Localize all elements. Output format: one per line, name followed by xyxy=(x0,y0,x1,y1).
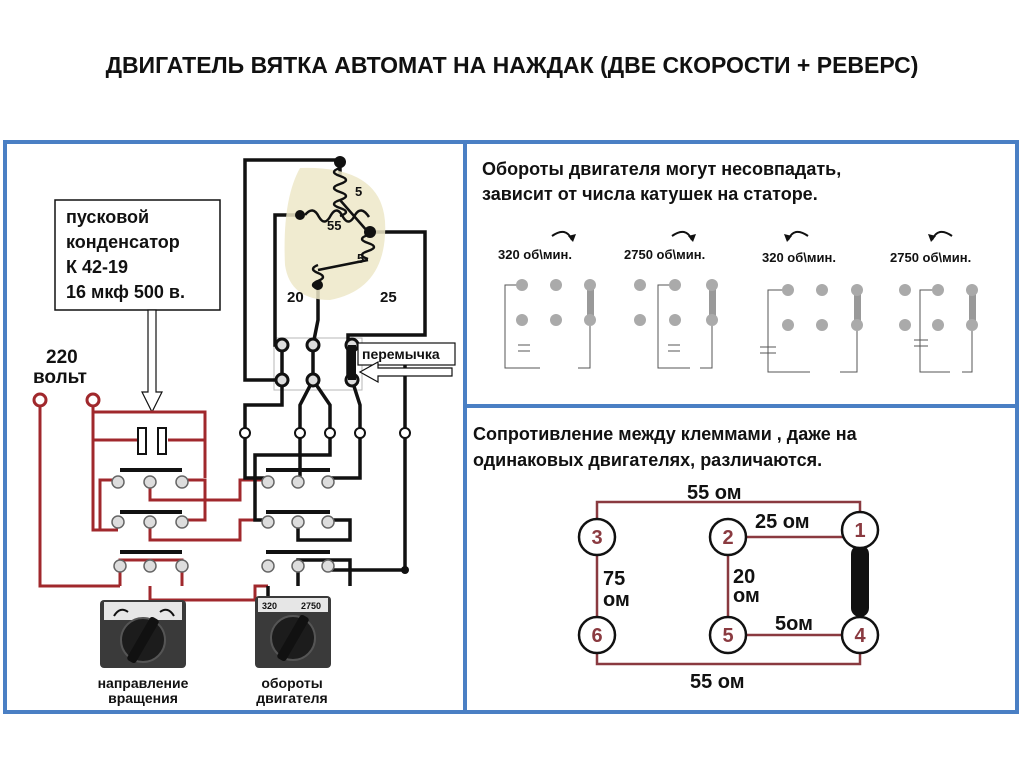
resistance-2-5-value: 20 xyxy=(733,566,755,588)
resistance-3-6-unit: ом xyxy=(603,589,630,611)
input-terminal-2 xyxy=(85,392,101,408)
motor-terminal-block xyxy=(273,337,363,391)
rpm-case-3: 320 об\мин. xyxy=(760,230,863,373)
coil-background xyxy=(284,167,386,300)
resistance-2-5-unit: ом xyxy=(733,585,760,607)
resistance-note-line2: одинаковых двигателях, различаются. xyxy=(473,450,822,470)
terminal-2: 2 xyxy=(722,527,733,549)
capacitor-label-line4: 16 мкф 500 в. xyxy=(66,282,185,302)
capacitor-label-line3: К 42-19 xyxy=(66,257,128,277)
rpm-case-2: 2750 об\мин. xyxy=(624,230,718,369)
terminal-1: 1 xyxy=(854,520,865,542)
switch-top-terminals xyxy=(239,427,411,439)
speed-knob-label-line2: двигателя xyxy=(256,690,327,706)
junction-dot xyxy=(401,566,409,574)
switch-right-contacts xyxy=(261,468,335,573)
wiring-schematic: пусковой конденсатор К 42-19 16 мкф 500 … xyxy=(32,156,456,706)
rpm-case-4-label: 2750 об\мин. xyxy=(890,250,971,265)
jumper-pointer-arrow xyxy=(358,360,453,384)
outer-frame xyxy=(3,140,1019,714)
switch-left-contacts xyxy=(111,468,189,573)
rpm-case-4: 2750 об\мин. xyxy=(890,230,978,373)
direction-knob[interactable] xyxy=(100,600,186,668)
page-title: ДВИГАТЕЛЬ ВЯТКА АВТОМАТ НА НАЖДАК (ДВЕ С… xyxy=(105,52,919,78)
speed-knob-low: 320 xyxy=(262,601,277,611)
jumper-bar xyxy=(851,545,869,617)
jumper-label-box xyxy=(357,342,456,366)
jumper-label: перемычка xyxy=(362,346,440,362)
capacitor-label-line2: конденсатор xyxy=(66,232,180,252)
input-terminal-1 xyxy=(32,392,48,408)
coil-junctions xyxy=(295,156,376,290)
voltage-value: 220 xyxy=(46,347,78,368)
coil-label-left: 20 xyxy=(287,289,304,306)
rpm-panel: Обороты двигателя могут несовпадать, зав… xyxy=(482,159,978,373)
coil-label-middle: 55 xyxy=(327,218,341,233)
resistance-note-line1: Сопротивление между клеммами , даже на xyxy=(473,424,858,444)
coil-label-right: 25 xyxy=(380,289,397,306)
rpm-note-line1: Обороты двигателя могут несовпадать, xyxy=(482,159,841,179)
red-wiring xyxy=(38,402,270,602)
coil-windings xyxy=(304,166,376,291)
speed-knob[interactable]: 320 2750 xyxy=(255,596,331,668)
resistance-bottom: 55 ом xyxy=(690,671,745,693)
rpm-case-1: 320 об\мин. xyxy=(498,230,596,369)
voltage-unit: вольт xyxy=(33,367,87,388)
capacitor-label-box xyxy=(54,199,221,311)
resistance-panel: Сопротивление между клеммами , даже на о… xyxy=(473,424,880,693)
capacitor-plate-left xyxy=(137,427,147,455)
coil-label-top: 5 xyxy=(355,184,362,199)
speed-knob-high: 2750 xyxy=(301,601,321,611)
resistance-2-1: 25 ом xyxy=(755,511,810,533)
rpm-case-1-label: 320 об\мин. xyxy=(498,247,572,262)
capacitor-plate-right xyxy=(157,427,167,455)
coil-label-lower: 5 xyxy=(357,251,364,266)
terminal-4: 4 xyxy=(854,625,866,647)
rpm-case-2-label: 2750 об\мин. xyxy=(624,247,705,262)
direction-knob-label-line1: направление xyxy=(98,675,189,691)
terminal-5: 5 xyxy=(722,625,733,647)
resistance-5-4: 5ом xyxy=(775,613,813,635)
terminal-3: 3 xyxy=(591,527,602,549)
speed-knob-label-line1: обороты xyxy=(261,675,322,691)
capacitor-pointer-arrow xyxy=(141,309,163,414)
rpm-note-line2: зависит от числа катушек на статоре. xyxy=(482,184,818,204)
terminal-circles xyxy=(577,510,880,655)
terminal-6: 6 xyxy=(591,625,602,647)
rpm-case-3-label: 320 об\мин. xyxy=(762,250,836,265)
resistance-3-6-value: 75 xyxy=(603,568,625,590)
direction-knob-label-line2: вращения xyxy=(108,690,178,706)
resistance-top: 55 ом xyxy=(687,482,742,504)
capacitor-label-line1: пусковой xyxy=(66,207,149,227)
